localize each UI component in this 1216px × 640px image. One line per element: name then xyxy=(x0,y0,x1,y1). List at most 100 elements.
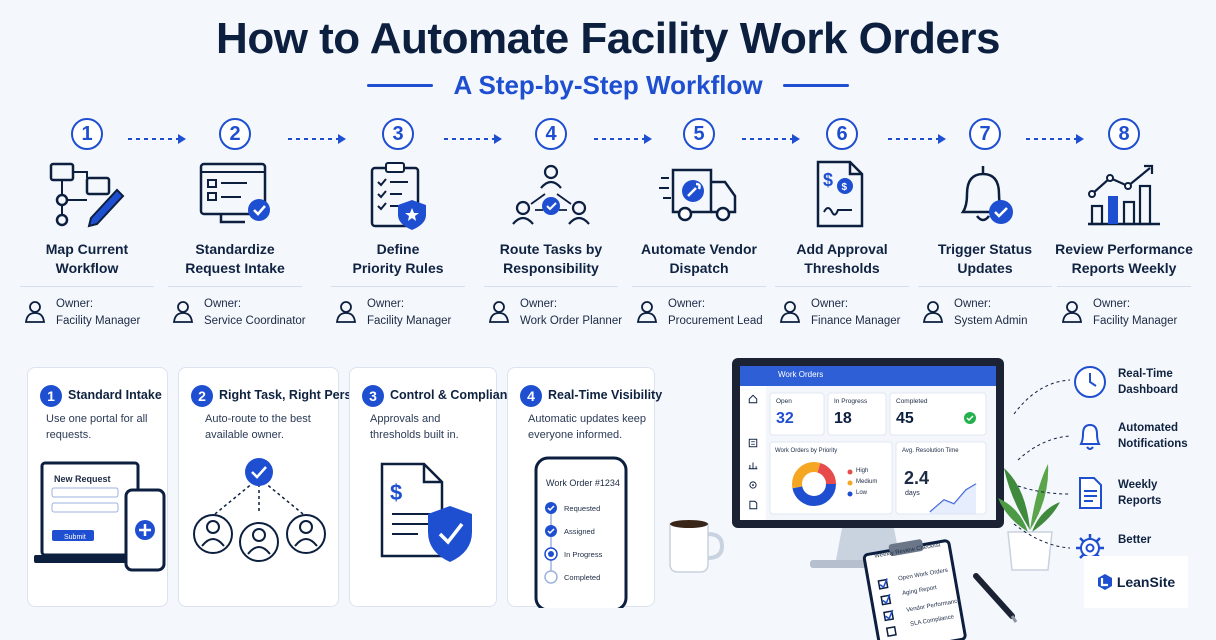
chart-icon[interactable] xyxy=(748,460,758,470)
dashed-arrow-icon xyxy=(1026,134,1084,144)
step-number: 5 xyxy=(683,118,715,150)
monitor-frame xyxy=(732,358,1004,568)
stat-value: 32 xyxy=(776,410,794,427)
list-icon[interactable] xyxy=(748,438,758,448)
step-divider xyxy=(918,286,1052,287)
step-number: 6 xyxy=(826,118,858,150)
step-number: 7 xyxy=(969,118,1001,150)
dashboard-header: Work Orders xyxy=(778,370,824,379)
dashboard-monitor: Work Orders Open 32 In Progress 18 Compl… xyxy=(730,356,1006,588)
owner-value: Finance Manager xyxy=(811,315,901,327)
form-check-icon xyxy=(199,162,270,224)
dashed-arrow-icon xyxy=(594,134,652,144)
step-divider xyxy=(331,286,465,287)
owner-value: Facility Manager xyxy=(56,315,141,327)
owner-value: Facility Manager xyxy=(1093,315,1178,327)
bar-chart-trend-icon xyxy=(1088,164,1160,226)
owner-label: Owner: xyxy=(56,298,94,310)
phone-title: Work Order #1234 xyxy=(546,478,620,488)
step-divider xyxy=(775,286,909,287)
owner-label: Owner: xyxy=(668,298,706,310)
subtitle-rule-left xyxy=(367,84,434,87)
feature-better: Better xyxy=(1072,530,1202,562)
step-divider xyxy=(484,286,618,287)
form-title: New Request xyxy=(54,474,111,484)
owner-label: Owner: xyxy=(1093,298,1131,310)
report-document-icon xyxy=(1079,477,1102,509)
owner-label: Owner: xyxy=(204,298,242,310)
card-title: Right Task, Right Person xyxy=(219,388,367,402)
leansite-logo-icon xyxy=(1097,574,1112,590)
card-title: Real-Time Visibility xyxy=(548,388,663,402)
document-dollar-icon: $$ xyxy=(816,160,864,228)
coffee-mug-illustration xyxy=(669,520,725,573)
legend-low: Low xyxy=(856,490,868,496)
owner-value: Work Order Planner xyxy=(520,315,623,327)
dashed-arrow-icon xyxy=(742,134,800,144)
step-number: 2 xyxy=(219,118,251,150)
laptop-phone-illustration xyxy=(34,461,166,572)
dashed-arrow-icon xyxy=(444,134,502,144)
card-right-task: 2 Right Task, Right Person Auto-route to… xyxy=(178,367,367,607)
user-icon xyxy=(172,301,194,323)
phone-status-illustration xyxy=(534,456,628,608)
owner-value: Service Coordinator xyxy=(204,315,306,327)
status-step: Assigned xyxy=(564,527,595,536)
stat-label: Completed xyxy=(896,398,928,405)
dashed-arrow-icon xyxy=(288,134,346,144)
svg-text:$: $ xyxy=(842,182,848,193)
clipboard-star-icon xyxy=(370,162,426,230)
user-icon xyxy=(488,301,510,323)
owner-label: Owner: xyxy=(520,298,558,310)
flowchart-pencil-icon xyxy=(49,162,125,228)
user-icon xyxy=(636,301,658,323)
resolution-title: Avg. Resolution Time xyxy=(902,448,959,454)
step-divider xyxy=(168,286,302,287)
logo-text: LeanSite xyxy=(1116,574,1176,590)
home-icon[interactable] xyxy=(748,394,758,404)
plant-illustration xyxy=(998,464,1060,571)
legend-medium: Medium xyxy=(856,479,878,485)
step-divider xyxy=(1057,286,1191,287)
document-icon[interactable] xyxy=(748,500,758,510)
resolution-unit: days xyxy=(905,490,920,497)
card-standard-intake: 1 Standard Intake Use one portal for all… xyxy=(27,367,168,607)
svg-text:$: $ xyxy=(823,170,833,190)
bell-icon xyxy=(1079,423,1101,450)
owner-value: Facility Manager xyxy=(367,315,452,327)
card-real-time-visibility: 4 Real-Time Visibility Automatic updates… xyxy=(507,367,662,608)
card-number-badge: 3 xyxy=(362,385,384,407)
user-icon xyxy=(24,301,46,323)
card-description: Auto-route to the best available owner. xyxy=(205,413,311,441)
settings-icon[interactable] xyxy=(748,480,758,490)
resolution-value: 2.4 xyxy=(904,468,930,488)
submit-button[interactable]: Submit xyxy=(64,534,86,541)
status-step: In Progress xyxy=(564,550,603,559)
stat-label: In Progress xyxy=(834,398,868,405)
dashed-arrow-icon xyxy=(128,134,186,144)
owner-label: Owner: xyxy=(811,298,849,310)
owner-label: Owner: xyxy=(954,298,992,310)
card-description: Use one portal for all requests. xyxy=(46,413,148,441)
status-step: Requested xyxy=(564,504,601,513)
owner-value: System Admin xyxy=(954,315,1028,327)
document-shield-illustration: $ xyxy=(380,462,472,562)
bell-check-icon xyxy=(960,166,1013,224)
user-icon xyxy=(779,301,801,323)
stat-value: 45 xyxy=(896,410,914,427)
pen-illustration xyxy=(973,573,1018,623)
step-divider xyxy=(20,286,154,287)
checklist-clipboard-illustration xyxy=(862,539,967,640)
